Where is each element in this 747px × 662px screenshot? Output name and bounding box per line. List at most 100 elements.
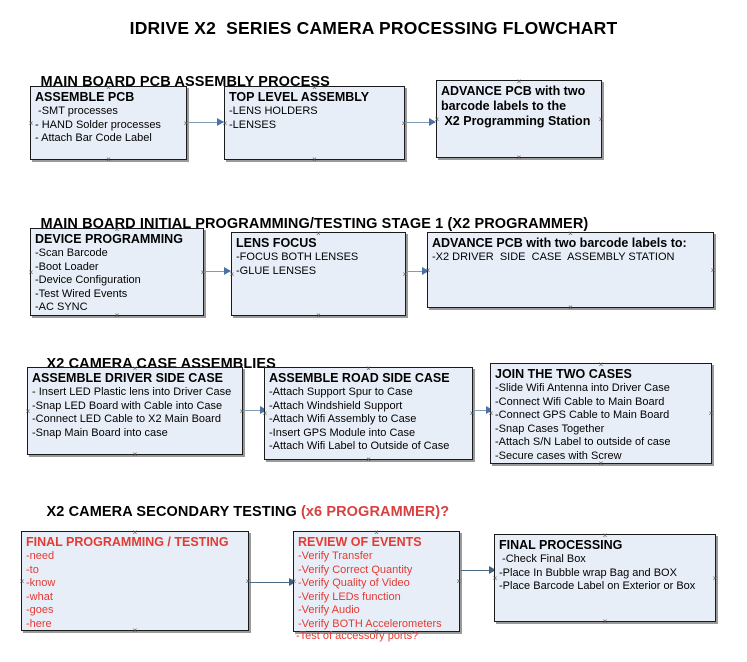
connection-point-bottom — [114, 312, 121, 319]
node-body: JOIN THE TWO CASES -Slide Wifi Antenna i… — [491, 364, 711, 465]
node-line: -Insert GPS Module into Case — [269, 426, 416, 439]
connection-point-top — [315, 230, 322, 237]
node-advance-pcb-to-driver-side-case-assembly-station[interactable]: ADVANCE PCB with two barcode labels to: … — [427, 232, 714, 308]
connector-shaft — [406, 122, 435, 123]
connection-point-right — [598, 116, 605, 123]
arrow-head-icon — [224, 267, 231, 275]
node-title: DEVICE PROGRAMMING — [35, 232, 183, 246]
connection-point-top — [567, 230, 574, 237]
node-line: -here — [26, 617, 52, 630]
node-body: REVIEW OF EVENTS -Verify Transfer -Verif… — [294, 532, 459, 633]
connection-point-left — [229, 271, 236, 278]
node-advance-pcb-to-x2-programming-station[interactable]: ADVANCE PCB with two barcode labels to t… — [436, 80, 602, 158]
node-body: LENS FOCUS -FOCUS BOTH LENSES -GLUE LENS… — [232, 233, 405, 280]
node-line: -Connect Wifi Cable to Main Board — [495, 395, 665, 408]
connection-point-bottom — [598, 460, 605, 467]
node-body: FINAL PROCESSING -Check Final Box -Place… — [495, 535, 715, 596]
node-body: ASSEMBLE ROAD SIDE CASE -Attach Support … — [265, 368, 472, 456]
node-assemble-pcb[interactable]: ASSEMBLE PCB -SMT processes - HAND Solde… — [30, 86, 187, 160]
node-review-of-events[interactable]: REVIEW OF EVENTS -Verify Transfer -Verif… — [293, 531, 460, 632]
node-line: -Verify BOTH Accelerometers — [298, 617, 442, 630]
node-line: -what — [26, 590, 53, 603]
node-assemble-driver-side-case[interactable]: ASSEMBLE DRIVER SIDE CASE - Insert LED P… — [27, 367, 243, 455]
node-title: FINAL PROGRAMMING / TESTING — [26, 535, 229, 549]
node-body: ASSEMBLE DRIVER SIDE CASE - Insert LED P… — [28, 368, 242, 442]
node-top-level-assembly[interactable]: TOP LEVEL ASSEMBLY -LENS HOLDERS -LENSES — [224, 86, 405, 160]
node-line: - Attach Bar Code Label — [35, 132, 152, 144]
node-device-programming[interactable]: DEVICE PROGRAMMING -Scan Barcode -Boot L… — [30, 228, 204, 316]
connection-point-bottom — [365, 456, 372, 463]
connection-point-left — [19, 578, 26, 585]
connection-point-top — [602, 532, 609, 539]
connection-point-top — [598, 361, 605, 368]
connection-point-left — [262, 410, 269, 417]
connection-point-right — [710, 267, 717, 274]
connection-point-bottom — [315, 312, 322, 319]
connection-point-bottom — [105, 156, 112, 163]
connector-final-programming-to-review-of-events — [250, 578, 296, 587]
node-line: -Verify Correct Quantity — [298, 563, 413, 576]
connection-point-left — [425, 267, 432, 274]
node-line: -LENS HOLDERS — [229, 105, 318, 117]
node-lens-focus[interactable]: LENS FOCUS -FOCUS BOTH LENSES -GLUE LENS… — [231, 232, 406, 316]
node-line: -Attach Windshield Support — [269, 399, 403, 412]
node-line: barcode labels to the — [441, 99, 567, 113]
node-line: -Verify LEDs function — [298, 590, 401, 603]
node-line: -Snap Cases Together — [495, 422, 605, 435]
connection-point-right — [456, 578, 463, 585]
node-body: ADVANCE PCB with two barcode labels to t… — [437, 81, 601, 131]
connection-point-right — [708, 410, 715, 417]
node-body: TOP LEVEL ASSEMBLY -LENS HOLDERS -LENSES — [225, 87, 404, 134]
connector-review-of-events-to-final-processing — [461, 566, 496, 575]
node-body: ADVANCE PCB with two barcode labels to: … — [428, 233, 713, 267]
node-line: -AC SYNC — [35, 301, 88, 313]
connection-point-bottom — [311, 156, 318, 163]
node-line: -Connect GPS Cable to Main Board — [495, 409, 670, 421]
node-line: X2 Programming Station — [441, 114, 591, 128]
node-final-programming-testing[interactable]: FINAL PROGRAMMING / TESTING -need -to -k… — [21, 531, 249, 631]
node-line: -Attach Wifi Assembly to Case — [269, 413, 417, 425]
connector-assemble-pcb-to-top-level-assembly — [188, 118, 224, 127]
node-title: ADVANCE PCB with two barcode labels to: — [432, 236, 687, 250]
node-line: -GLUE LENSES — [236, 264, 317, 277]
connection-point-left — [291, 578, 298, 585]
connection-point-top — [132, 365, 139, 372]
node-line: -Slide Wifi Antenna into Driver Case — [495, 382, 670, 394]
node-title: ASSEMBLE PCB — [35, 90, 135, 104]
node-title: ASSEMBLE DRIVER SIDE CASE — [32, 371, 224, 385]
connector-shaft — [461, 570, 495, 571]
arrow-head-icon — [217, 118, 224, 126]
connection-point-top — [373, 529, 380, 536]
node-line: -to — [26, 563, 39, 576]
connector-device-programming-to-lens-focus — [205, 267, 231, 276]
connection-point-top — [105, 84, 112, 91]
connection-point-top — [311, 84, 318, 91]
node-line: -goes — [26, 604, 54, 616]
node-line: -Verify Audio — [298, 604, 360, 616]
node-assemble-road-side-case[interactable]: ASSEMBLE ROAD SIDE CASE -Attach Support … — [264, 367, 473, 460]
connection-point-left — [488, 410, 495, 417]
node-line: -Test Wired Events — [35, 287, 128, 300]
node-line: -Attach S/N Label to outside of case — [495, 436, 671, 448]
connector-top-level-assembly-to-advance-pcb — [406, 118, 436, 127]
node-line: -Verify Quality of Video — [298, 577, 410, 589]
section-heading-accent: (x6 PROGRAMMER)? — [300, 504, 450, 520]
connection-point-top — [114, 226, 121, 233]
connector-shaft — [474, 410, 492, 411]
connector-shaft — [244, 410, 266, 411]
connection-point-bottom — [132, 451, 139, 458]
node-line: -know — [26, 577, 56, 589]
connection-point-top — [516, 78, 523, 85]
node-final-processing[interactable]: FINAL PROCESSING -Check Final Box -Place… — [494, 534, 716, 622]
connection-point-bottom — [516, 154, 523, 161]
section-heading-x2-camera-secondary-testing: X2 CAMERA SECONDARY TESTING (x6 PROGRAMM… — [30, 488, 450, 536]
connection-point-bottom — [567, 304, 574, 311]
connection-point-left — [222, 120, 229, 127]
connection-point-left — [28, 120, 35, 127]
node-title: LENS FOCUS — [236, 236, 317, 250]
connection-point-top — [132, 529, 139, 536]
page-title: IDRIVE X2 SERIES CAMERA PROCESSING FLOWC… — [129, 18, 618, 38]
node-join-the-two-cases[interactable]: JOIN THE TWO CASES -Slide Wifi Antenna i… — [490, 363, 712, 464]
connector-shaft — [205, 271, 230, 272]
